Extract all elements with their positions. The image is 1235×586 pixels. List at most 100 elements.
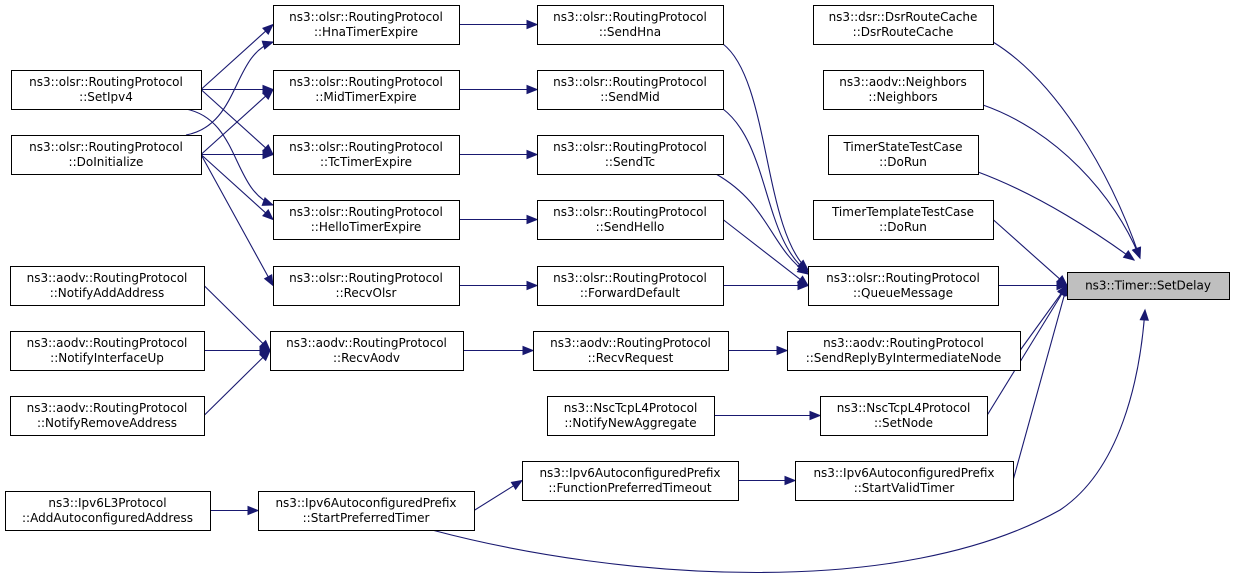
node-sendhello[interactable]: ns3::olsr::RoutingProtocol::SendHello	[537, 200, 724, 240]
node-box	[10, 396, 205, 436]
arrowhead-icon	[797, 280, 810, 291]
node-timertemplate[interactable]: TimerTemplateTestCase::DoRun	[813, 200, 994, 240]
edge-tctimer-to-sendtc	[459, 149, 539, 160]
node-box	[533, 331, 729, 371]
node-sendtc[interactable]: ns3::olsr::RoutingProtocol::SendTc	[537, 135, 724, 175]
node-setipv4[interactable]: ns3::olsr::RoutingProtocol::SetIpv4	[11, 70, 202, 110]
node-recvaodv[interactable]: ns3::aodv::RoutingProtocol::RecvAodv	[270, 331, 464, 371]
node-label-line: ns3::aodv::RoutingProtocol	[27, 336, 188, 350]
node-box	[828, 135, 979, 175]
node-label-line: ::RecvAodv	[333, 351, 400, 365]
node-box	[813, 5, 994, 45]
node-startvalid[interactable]: ns3::Ipv6AutoconfiguredPrefix::StartVali…	[795, 461, 1014, 501]
node-recvrequest[interactable]: ns3::aodv::RoutingProtocol::RecvRequest	[533, 331, 729, 371]
node-box	[258, 491, 475, 531]
arrowhead-icon	[522, 345, 535, 356]
edge-line	[715, 173, 809, 275]
node-dsrroutecache[interactable]: ns3::dsr::DsrRouteCache::DsrRouteCache	[813, 5, 994, 45]
node-label-line: ::NotifyInterfaceUp	[50, 351, 164, 365]
node-forwarddefault[interactable]: ns3::olsr::RoutingProtocol::ForwardDefau…	[537, 266, 724, 306]
edge-notifynewagg-to-setnode	[714, 410, 822, 421]
node-hellotimer[interactable]: ns3::olsr::RoutingProtocol::HelloTimerEx…	[273, 200, 460, 240]
node-notifyaddaddr[interactable]: ns3::aodv::RoutingProtocol::NotifyAddAdd…	[10, 266, 205, 306]
edge-line	[200, 30, 266, 90]
edge-doinitialize-to-recvolsr	[200, 154, 274, 287]
edge-doinitialize-to-hnatimer	[185, 40, 275, 136]
node-box	[10, 266, 205, 306]
node-box	[547, 396, 715, 436]
node-box	[787, 331, 1021, 371]
edge-timertemplate-to-setdelay	[992, 219, 1069, 287]
node-label-line: ::NotifyNewAggregate	[564, 416, 696, 430]
node-label-line: ::AddAutoconfiguredAddress	[22, 511, 193, 525]
node-box	[10, 331, 205, 371]
edge-line	[986, 293, 1063, 416]
node-box	[11, 70, 202, 110]
node-label-line: ns3::olsr::RoutingProtocol	[29, 140, 183, 154]
node-label-line: ::StartValidTimer	[854, 481, 955, 495]
arrowhead-icon	[247, 505, 260, 516]
node-setnode[interactable]: ns3::NscTcpL4Protocol::SetNode	[820, 396, 988, 436]
node-label-line: ::TcTimerExpire	[320, 155, 412, 169]
node-notifyifup[interactable]: ns3::aodv::RoutingProtocol::NotifyInterf…	[10, 331, 205, 371]
node-label-line: ns3::dsr::DsrRouteCache	[829, 10, 978, 24]
arrowhead-icon	[526, 280, 539, 291]
node-queuemessage[interactable]: ns3::olsr::RoutingProtocol::QueueMessage	[808, 266, 999, 306]
edge-forwarddefault-to-queuemessage	[723, 280, 810, 291]
edge-doinitialize-to-midtimer	[200, 88, 274, 155]
node-label-line: ::StartPreferredTimer	[303, 511, 430, 525]
node-label-line: ::HelloTimerExpire	[311, 220, 422, 234]
node-box	[537, 200, 724, 240]
node-label-line: ns3::aodv::RoutingProtocol	[27, 401, 188, 415]
node-label-line: ::ForwardDefault	[580, 286, 680, 300]
node-timerstate[interactable]: TimerStateTestCase::DoRun	[828, 135, 979, 175]
edge-recvrequest-to-sendreply	[728, 345, 789, 356]
node-label-line: ns3::Ipv6L3Protocol	[48, 496, 166, 510]
edge-startvalid-to-setdelay	[1012, 284, 1069, 481]
node-startpreferred[interactable]: ns3::Ipv6AutoconfiguredPrefix::StartPref…	[258, 491, 475, 531]
node-label-line: ns3::olsr::RoutingProtocol	[289, 75, 443, 89]
edge-addautoconf-to-startpreferred	[210, 505, 260, 516]
node-label-line: ns3::NscTcpL4Protocol	[837, 401, 971, 415]
node-label-line: ns3::olsr::RoutingProtocol	[29, 75, 183, 89]
node-hnatimer[interactable]: ns3::olsr::RoutingProtocol::HnaTimerExpi…	[273, 5, 460, 45]
node-label-line: ::Neighbors	[868, 90, 937, 104]
node-label-line: ::SetIpv4	[79, 90, 133, 104]
node-notifynewagg[interactable]: ns3::NscTcpL4Protocol::NotifyNewAggregat…	[547, 396, 715, 436]
node-recvolsr[interactable]: ns3::olsr::RoutingProtocol::RecvOlsr	[273, 266, 460, 306]
node-neighbors[interactable]: ns3::aodv::Neighbors::Neighbors	[823, 70, 984, 110]
node-label-line: ::RecvOlsr	[336, 286, 397, 300]
node-box	[270, 331, 464, 371]
node-sendmid[interactable]: ns3::olsr::RoutingProtocol::SendMid	[537, 70, 724, 110]
node-setdelay[interactable]: ns3::Timer::SetDelay	[1067, 272, 1230, 300]
node-label-line: ns3::olsr::RoutingProtocol	[826, 271, 980, 285]
node-doinitialize[interactable]: ns3::olsr::RoutingProtocol::DoInitialize	[11, 135, 202, 175]
arrowhead-icon	[526, 84, 539, 95]
node-label-line: ::NotifyAddAddress	[50, 286, 165, 300]
arrowhead-icon	[1139, 308, 1149, 321]
node-label-line: ::FunctionPreferredTimeout	[548, 481, 712, 495]
node-label-line: ns3::olsr::RoutingProtocol	[553, 271, 707, 285]
node-functionpreferred[interactable]: ns3::Ipv6AutoconfiguredPrefix::FunctionP…	[522, 461, 739, 501]
edge-hellotimer-to-sendhello	[459, 214, 539, 225]
arrowhead-icon	[262, 208, 274, 221]
node-sendreply[interactable]: ns3::aodv::RoutingProtocol::SendReplyByI…	[787, 331, 1021, 371]
arrowhead-icon	[1056, 280, 1069, 291]
node-tctimer[interactable]: ns3::olsr::RoutingProtocol::TcTimerExpir…	[273, 135, 460, 175]
arrowhead-icon	[259, 349, 271, 362]
node-label-line: ns3::olsr::RoutingProtocol	[553, 75, 707, 89]
arrowhead-icon	[796, 264, 810, 275]
node-sendhna[interactable]: ns3::olsr::RoutingProtocol::SendHna	[537, 5, 724, 45]
edge-line	[185, 108, 274, 206]
edge-timerstate-to-setdelay	[977, 171, 1136, 261]
edge-line	[977, 171, 1135, 261]
node-addautoconf[interactable]: ns3::Ipv6L3Protocol::AddAutoconfiguredAd…	[5, 491, 211, 531]
node-box	[5, 491, 211, 531]
node-notifyremove[interactable]: ns3::aodv::RoutingProtocol::NotifyRemove…	[10, 396, 205, 436]
edge-sendtc-to-queuemessage	[715, 173, 810, 275]
edge-line	[431, 309, 1146, 574]
node-box	[813, 200, 994, 240]
node-midtimer[interactable]: ns3::olsr::RoutingProtocol::MidTimerExpi…	[273, 70, 460, 110]
edge-setipv4-to-midtimer	[201, 84, 275, 95]
node-label-line: ns3::olsr::RoutingProtocol	[553, 205, 707, 219]
